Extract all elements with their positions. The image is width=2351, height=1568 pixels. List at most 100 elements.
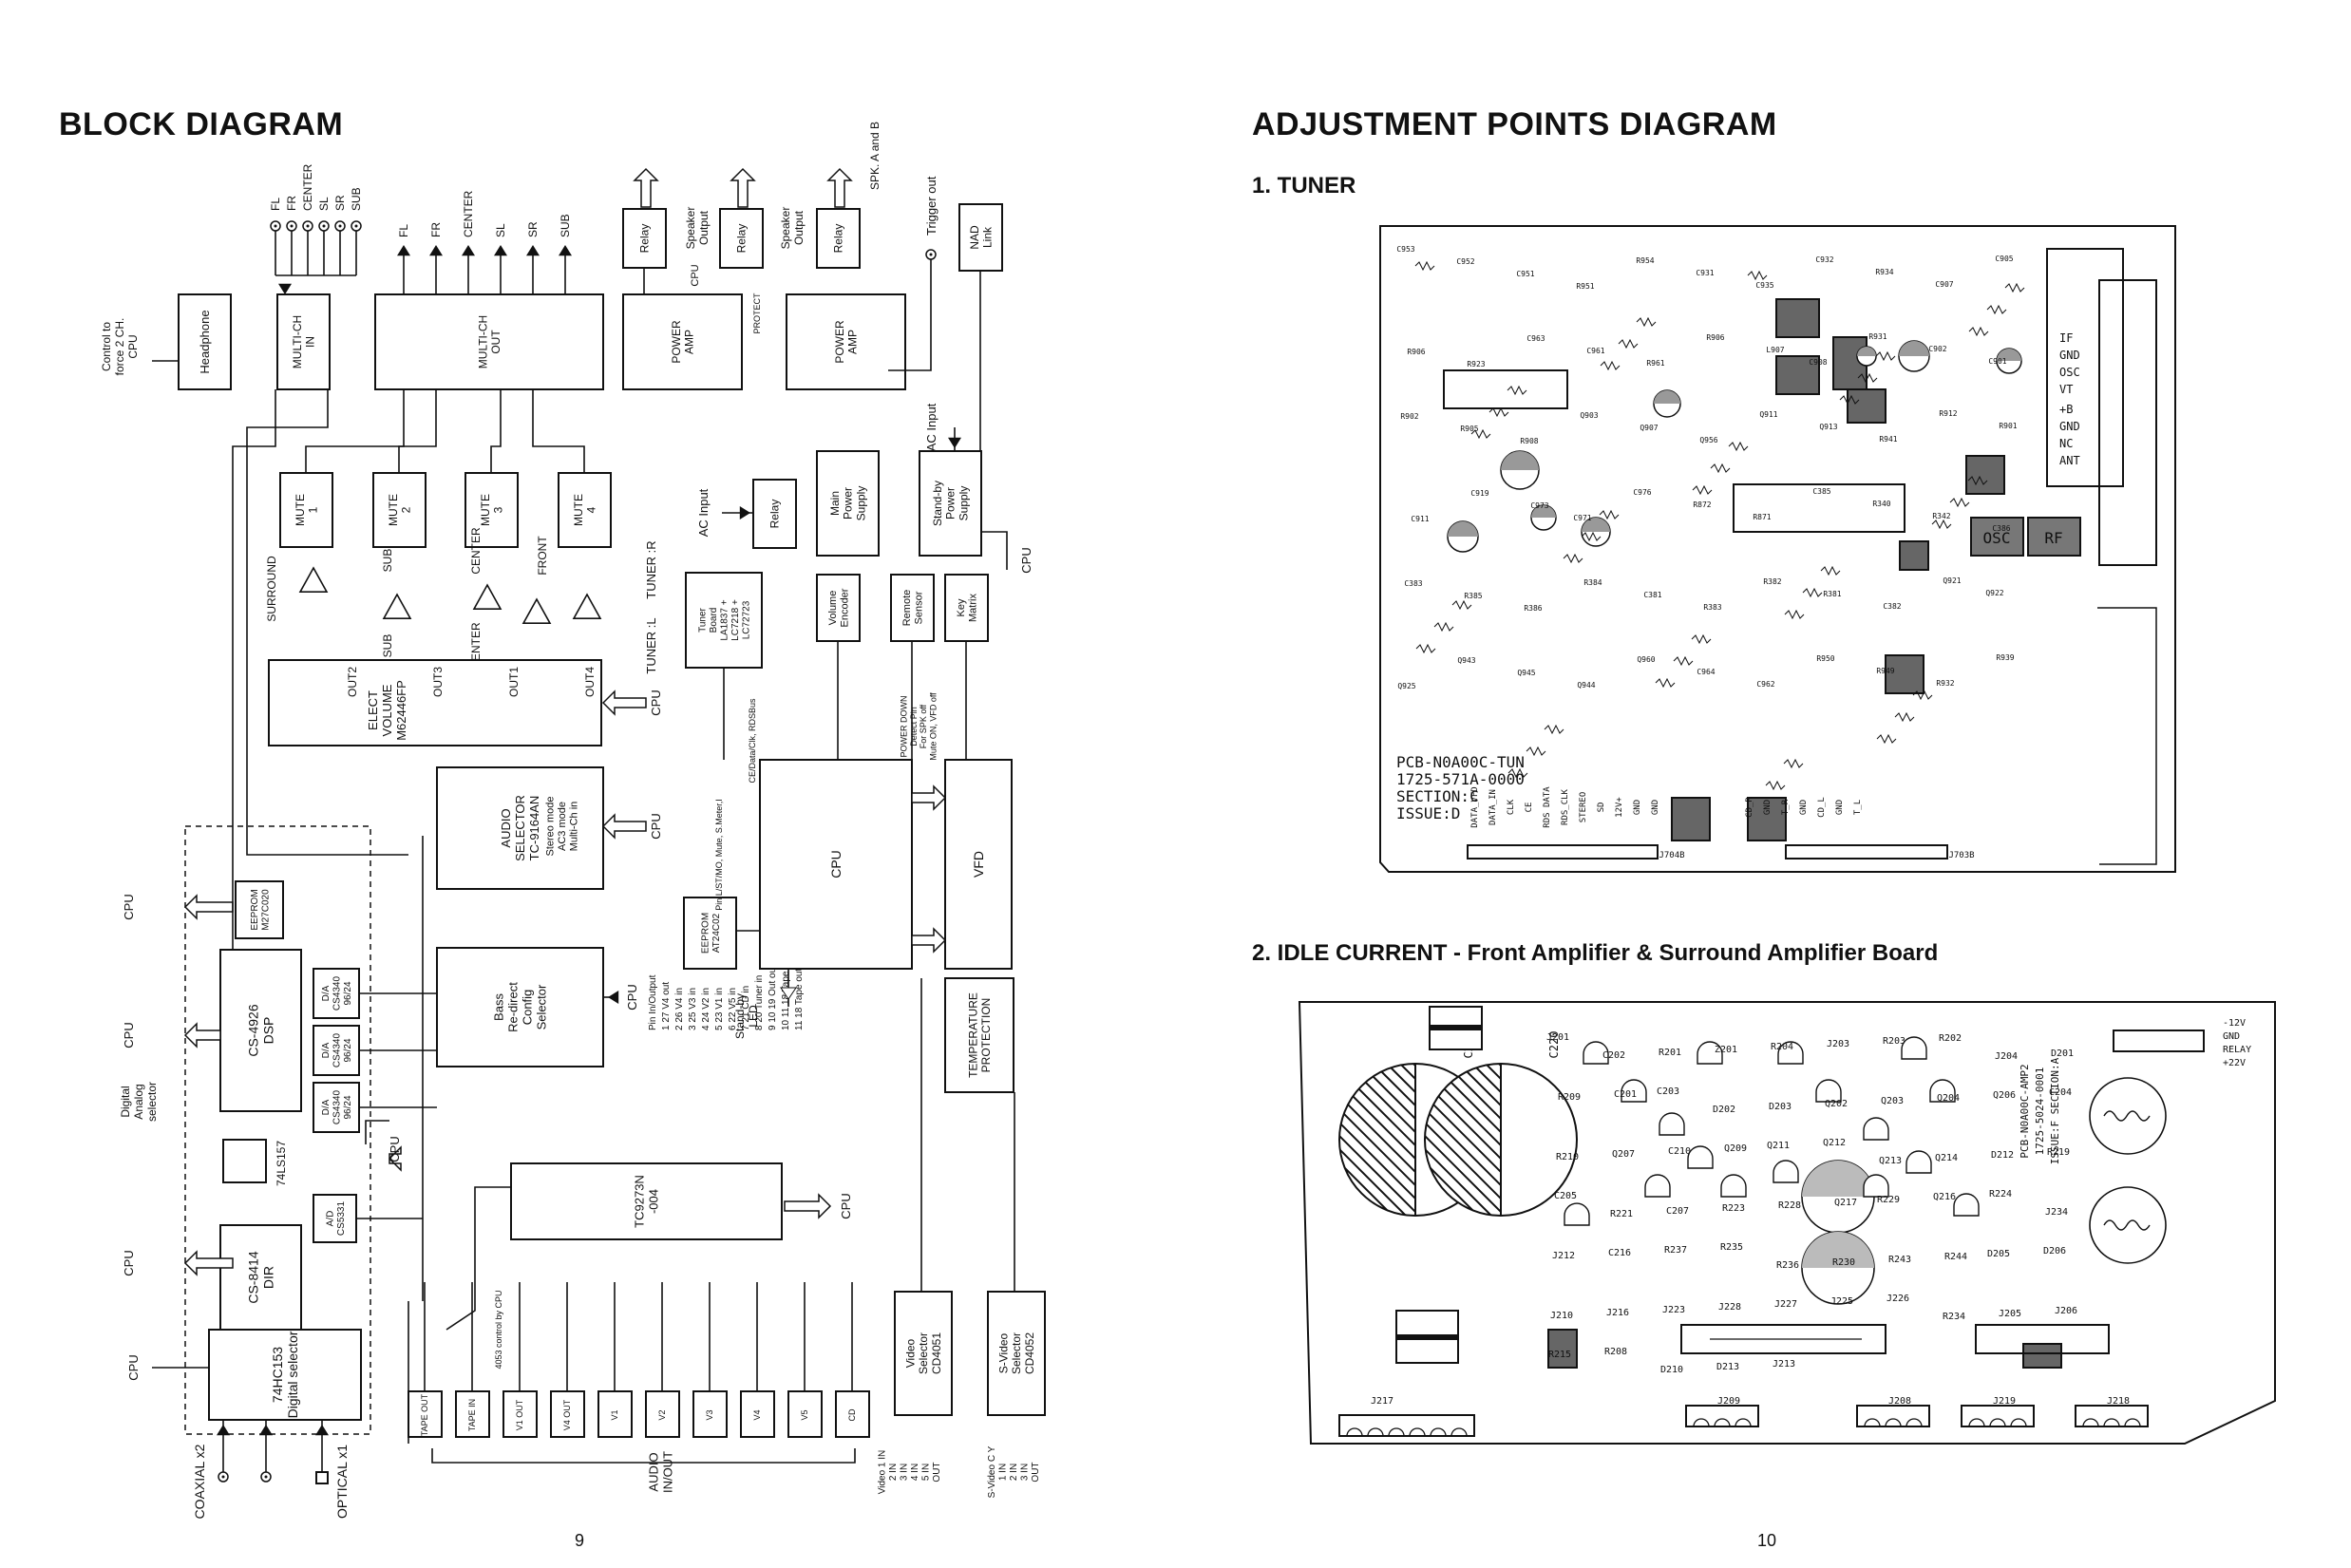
amp-part-label: C207 — [1666, 1206, 1689, 1217]
speaker-arrow-1 — [633, 167, 659, 208]
svideo-selector-block — [987, 1291, 1046, 1416]
mute-block-1-label: MUTE — [294, 494, 307, 526]
tuner-resistor — [1949, 497, 1970, 508]
tuner-ic — [1733, 483, 1905, 533]
tuner-part-label: C952 — [1456, 257, 1474, 266]
standby-power-block — [919, 450, 982, 557]
amp-inductor — [2089, 1077, 2167, 1155]
tuner-part-label: C386 — [1992, 524, 2010, 533]
temperature-protection-block-label: TEMPERATURE — [966, 992, 979, 1078]
tuner-bottom-pin-label: GND — [1835, 800, 1845, 815]
center-label: CENTER — [469, 527, 483, 575]
amp-part-label: C204 — [2049, 1087, 2072, 1098]
tuner-part-label: C963 — [1526, 334, 1545, 343]
tuner-part-label: R908 — [1520, 437, 1538, 445]
elect-volume-label: VOLUME — [380, 684, 394, 736]
svideo-pin-table: 1 IN — [998, 1464, 1009, 1481]
tuner-capacitor-fill — [1531, 505, 1556, 518]
amp-part-label: R223 — [1722, 1203, 1745, 1214]
channel-out-label: FR — [429, 222, 443, 237]
amp-part-label: R219 — [2047, 1147, 2070, 1158]
tuner-resistor — [1451, 599, 1472, 611]
channel-in-label: FL — [269, 198, 282, 211]
mute-out-wire — [490, 389, 502, 473]
tuner-resistor — [1986, 304, 2007, 315]
cpu-vfd-bus — [911, 784, 947, 811]
tuner-bottom-pin-label: GND — [1799, 800, 1809, 815]
pin-table-row: 3 25 V3 in — [688, 988, 698, 1030]
tuner-part-label: R949 — [1876, 667, 1894, 675]
mute-block-3-label: MUTE — [479, 494, 492, 526]
rf-adjust-point — [2027, 517, 2081, 557]
tuner-capacitor-fill — [1501, 451, 1539, 470]
power-down-label: For SPK off — [919, 704, 928, 748]
audio-bus — [232, 389, 276, 950]
control-to-force-label: Control to — [100, 322, 113, 371]
amp-transistor — [1697, 1041, 1723, 1065]
cpu-block-label: CPU — [828, 850, 844, 878]
cs4926-dsp-block-label: DSP — [260, 1017, 275, 1045]
tuner-ic-2 — [1443, 369, 1568, 409]
amp-part-label: D210 — [1660, 1365, 1683, 1375]
tuner-board-block-label: LC7218 + — [730, 599, 741, 641]
eeprom-dsp-block-label: M27C020 — [260, 889, 271, 931]
elect-volume-output-label: OUT3 — [431, 667, 445, 697]
digital-analog-selector-label: selector — [145, 1082, 159, 1122]
audio-inout-bracket — [431, 1448, 856, 1464]
tuner-part-label: C382 — [1883, 602, 1901, 611]
tuner-capacitor-fill — [1899, 341, 1929, 356]
dac-block-2-label: D/A — [321, 1042, 332, 1058]
remote-sensor-block-label: Remote — [901, 590, 913, 627]
protect-label: PROTECT — [752, 293, 762, 334]
cpu-label: CPU — [690, 264, 701, 286]
tuner-l-label: TUNER :L — [644, 617, 658, 673]
tuner-resistor — [1544, 724, 1564, 735]
dac-block-2-label: 96/24 — [343, 1038, 353, 1062]
tuner-part-label: C962 — [1756, 680, 1774, 689]
arrow-head — [462, 245, 475, 256]
tuner-part-label: R383 — [1703, 603, 1721, 612]
speaker-output-1-label: Output — [697, 210, 711, 245]
buffer-amp-3 — [472, 583, 502, 611]
tuner-part-label: R905 — [1460, 425, 1478, 433]
tuner-board-block-label: Board — [709, 608, 719, 633]
ac-input-label: AC Input — [696, 488, 711, 537]
sub-label-2: SUB — [381, 634, 394, 658]
relay-3-label: Relay — [832, 224, 845, 254]
channel-out-label: FL — [397, 224, 410, 237]
volume-encoder-block-label: Volume — [827, 591, 839, 626]
amp-transistor — [1621, 1079, 1647, 1103]
audio-bus — [246, 389, 408, 856]
amp-connector-j219-pin — [2010, 1418, 2027, 1427]
dac-block-3-label: 96/24 — [343, 1095, 353, 1119]
channel-in-label: SL — [317, 197, 331, 211]
cs8414-dir-block-label: CS-8414 — [245, 1251, 260, 1303]
tuner-part-label: R872 — [1693, 501, 1711, 509]
elect-volume-output-label: OUT4 — [583, 667, 597, 697]
video-pin-table: Video 1 IN — [877, 1450, 887, 1495]
cpu-label: CPU — [649, 813, 663, 839]
video-pin-table: 4 IN — [910, 1464, 920, 1481]
speaker-output-2-label: Speaker — [779, 207, 792, 250]
pin-table-row: 4 24 V2 in — [701, 988, 711, 1030]
tuner-bottom-pin-label: RDS DATA — [1543, 786, 1552, 828]
amp-transistor — [1583, 1041, 1609, 1065]
connector-label: J704B — [1659, 851, 1684, 860]
amp-part-label: J203 — [1827, 1039, 1849, 1049]
ls157-label: 74LS157 — [275, 1141, 288, 1186]
cpu-bus-tc9273 — [784, 1193, 832, 1219]
amp-part-label: D202 — [1713, 1105, 1735, 1115]
video-selector-block-label: Video — [903, 1338, 917, 1368]
tuner-part-label: R954 — [1636, 256, 1654, 265]
relay-2-label: Relay — [735, 224, 749, 254]
amp-part-label: J212 — [1552, 1251, 1575, 1261]
eeprom-cpu-block-label: EEPROM — [700, 913, 711, 954]
amp-part-label: Q206 — [1993, 1090, 2016, 1101]
tuner-part-label: R901 — [1999, 422, 2017, 430]
amp-connector-j217-pin — [1450, 1427, 1468, 1437]
tuner-pcb-label: ISSUE:D — [1396, 804, 1460, 822]
amp-inductor-coil — [2103, 1219, 2151, 1231]
center-label-2: CENTER — [469, 622, 483, 670]
multich-in-jack-dot — [354, 224, 358, 228]
tuner-bottom-connector-2 — [1785, 844, 1948, 860]
